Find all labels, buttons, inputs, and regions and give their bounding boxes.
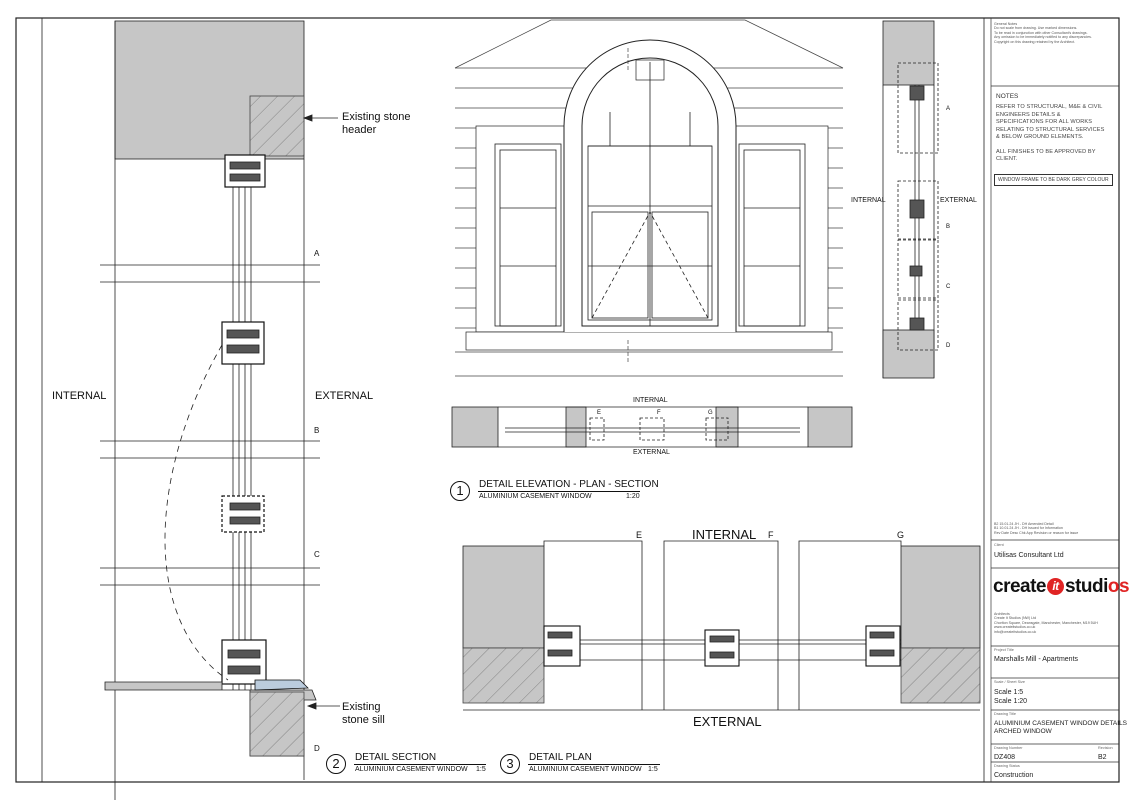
elevation-drawing bbox=[454, 19, 844, 377]
internal-label-section: INTERNAL bbox=[52, 390, 107, 402]
external-label-section: EXTERNAL bbox=[315, 390, 374, 402]
detail-3-scale: 1:5 bbox=[648, 766, 658, 773]
notes-line: & BELOW GROUND ELEMENTS. bbox=[996, 134, 1084, 141]
client-value: Utilisas Consultant Ltd bbox=[994, 552, 1064, 559]
logo-text-pre: create bbox=[993, 576, 1047, 597]
revision-row: Rev Date Desc Chk App Revision or reason… bbox=[994, 530, 1079, 535]
marker-b-side: B bbox=[946, 224, 951, 230]
detail-2-number: 2 bbox=[326, 754, 346, 774]
marker-d: D bbox=[314, 744, 320, 753]
architect-line: info@createitstudios.co.uk bbox=[994, 629, 1037, 634]
detail-3-number: 3 bbox=[500, 754, 520, 774]
marker-c-side: C bbox=[946, 284, 951, 290]
marker-e: E bbox=[636, 530, 643, 540]
architect-line: Chorlton Square, Deansgate, Manchester, … bbox=[994, 620, 1098, 625]
detail-2-title: DETAIL SECTION bbox=[355, 752, 437, 763]
notes-line: RELATING TO STRUCTURAL SERVICES bbox=[996, 126, 1105, 133]
notes-line: REFER TO STRUCTURAL, M&E & CIVIL bbox=[996, 104, 1103, 110]
detail-3-title: DETAIL PLAN bbox=[529, 752, 592, 763]
detail-3-subtitle: ALUMINIUM CASEMENT WINDOW bbox=[529, 766, 642, 773]
revision-label: Revision bbox=[1098, 746, 1113, 750]
status-value: Construction bbox=[994, 772, 1034, 779]
side-section-drawing bbox=[882, 20, 939, 379]
drawing-title-line-2: ARCHED WINDOW bbox=[994, 728, 1052, 735]
marker-d-side: D bbox=[946, 343, 951, 349]
general-notes-line: To be read in conjunction with other Con… bbox=[994, 30, 1088, 35]
revision-table: B2 15.01.24 JH - DH Amended Detail B1 10… bbox=[994, 522, 1078, 535]
detail-1-scale: 1:20 bbox=[626, 493, 640, 500]
marker-e-plan: E bbox=[597, 410, 602, 416]
marker-f: F bbox=[768, 530, 774, 540]
existing-stone-sill-label-2: stone sill bbox=[342, 714, 385, 726]
plan-strip-drawing bbox=[451, 406, 853, 448]
internal-label-side: INTERNAL bbox=[851, 197, 886, 204]
scale-value-2: Scale 1:20 bbox=[994, 698, 1028, 705]
architect-block: Architects Create It Studios (NW) Ltd Ch… bbox=[994, 612, 1098, 634]
status-label: Drawing Status bbox=[994, 764, 1020, 768]
marker-c: C bbox=[314, 550, 320, 559]
detail-1-subtitle: ALUMINIUM CASEMENT WINDOW bbox=[479, 493, 592, 500]
notes-line: CLIENT. bbox=[996, 156, 1018, 163]
notes-heading: NOTES bbox=[996, 93, 1019, 100]
drawing-title-label: Drawing Title bbox=[994, 712, 1016, 716]
marker-g: G bbox=[897, 530, 905, 540]
project-label: Project Title bbox=[994, 648, 1014, 652]
detail-2-subtitle: ALUMINIUM CASEMENT WINDOW bbox=[355, 766, 468, 773]
revision-value: B2 bbox=[1098, 754, 1107, 761]
drawing-number-label: Drawing Number bbox=[994, 746, 1023, 750]
notes-line bbox=[996, 142, 1116, 149]
notes-block: NOTES REFER TO STRUCTURAL, M&E & CIVIL E… bbox=[996, 93, 1116, 164]
scale-value-1: Scale 1:5 bbox=[994, 689, 1024, 696]
title-block-frame bbox=[990, 18, 1119, 782]
marker-b: B bbox=[314, 426, 320, 435]
external-label-side: EXTERNAL bbox=[940, 197, 977, 204]
general-notes: General Notes Do not scale from drawing.… bbox=[994, 22, 1116, 44]
drawing-number-value: DZ408 bbox=[994, 754, 1016, 761]
existing-stone-header-label-1: Existing stone bbox=[342, 111, 411, 123]
window-colour-note: WINDOW FRAME TO BE DARK GREY COLOUR bbox=[994, 174, 1113, 186]
general-notes-heading: General Notes bbox=[994, 22, 1018, 26]
internal-label-plan: INTERNAL bbox=[633, 397, 668, 404]
internal-label-detail-plan: INTERNAL bbox=[692, 527, 757, 542]
client-label: Client bbox=[994, 543, 1004, 547]
scale-label: Scale / Sheet Size bbox=[994, 680, 1026, 684]
marker-g-plan: G bbox=[708, 410, 713, 416]
marker-a-side: A bbox=[946, 106, 951, 112]
marker-a: A bbox=[314, 249, 320, 258]
detail-plan-drawing bbox=[462, 540, 981, 711]
detail-1-title: DETAIL ELEVATION - PLAN - SECTION bbox=[479, 479, 659, 490]
detail-2-scale: 1:5 bbox=[476, 766, 486, 773]
logo-it-badge: it bbox=[1047, 578, 1064, 595]
existing-stone-sill-label-1: Existing bbox=[342, 701, 381, 713]
architect-line: www.createitstudios.co.uk bbox=[994, 625, 1036, 630]
external-label-detail-plan: EXTERNAL bbox=[693, 714, 762, 729]
architect-line: Create It Studios (NW) Ltd bbox=[994, 616, 1037, 621]
general-notes-line: Do not scale from drawing. Use marked di… bbox=[994, 26, 1078, 31]
general-notes-line: Copyright on this drawing retained by th… bbox=[994, 39, 1076, 44]
general-notes-line: Any omission to be immediately notified … bbox=[994, 35, 1092, 40]
detail-2-underline bbox=[354, 764, 486, 765]
existing-stone-header-label-2: header bbox=[342, 124, 377, 136]
logo-text-accent: os bbox=[1107, 576, 1130, 597]
notes-line: ENGINEERS DETAILS & bbox=[996, 111, 1061, 118]
drawing-title-line-1: ALUMINIUM CASEMENT WINDOW DETAILS bbox=[994, 720, 1128, 727]
notes-line: SPECIFICATIONS FOR ALL WORKS bbox=[996, 119, 1093, 126]
notes-line: ALL FINISHES TO BE APPROVED BY bbox=[996, 148, 1096, 155]
detail-1-number: 1 bbox=[450, 481, 470, 501]
revision-row: B1 10.01.24 JH - DH Issued for Informati… bbox=[994, 526, 1063, 531]
project-value: Marshalls Mill - Apartments bbox=[994, 656, 1079, 663]
detail-section-drawing bbox=[100, 20, 340, 800]
marker-f-plan: F bbox=[657, 410, 661, 416]
detail-1-underline bbox=[478, 491, 640, 492]
detail-3-underline bbox=[528, 764, 660, 765]
external-label-plan: EXTERNAL bbox=[633, 449, 670, 456]
revision-row: B2 15.01.24 JH - DH Amended Detail bbox=[994, 522, 1054, 526]
architect-label: Architects bbox=[994, 612, 1010, 616]
logo-text-post: studi bbox=[1065, 576, 1108, 597]
